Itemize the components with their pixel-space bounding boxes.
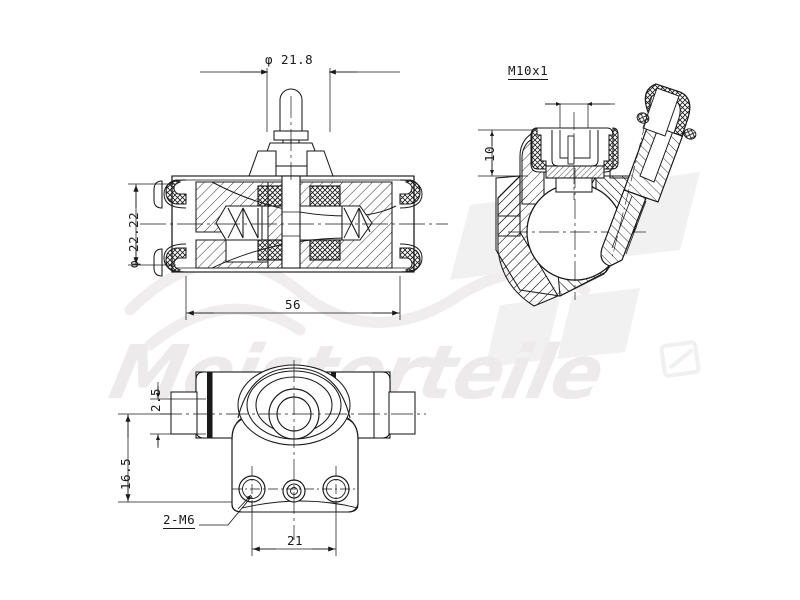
- side-section-view: [478, 83, 697, 307]
- dimension-thread-m10x1: M10x1: [508, 63, 549, 80]
- front-section-view: [128, 68, 448, 320]
- dimension-height-16-5: 16.5: [118, 457, 133, 490]
- dimension-holes-2-m6: 2-M6: [163, 512, 196, 529]
- dimension-phi-22-22: φ 22.22: [126, 211, 141, 268]
- dimension-depth-10: 10: [482, 145, 497, 162]
- dimension-phi-21-8: φ 21.8: [265, 52, 314, 67]
- bottom-plan-view: [118, 360, 426, 556]
- dimension-spacing-21: 21: [287, 533, 304, 548]
- dimension-length-56: 56: [285, 297, 302, 312]
- dimension-step-2-5: 2.5: [148, 387, 163, 412]
